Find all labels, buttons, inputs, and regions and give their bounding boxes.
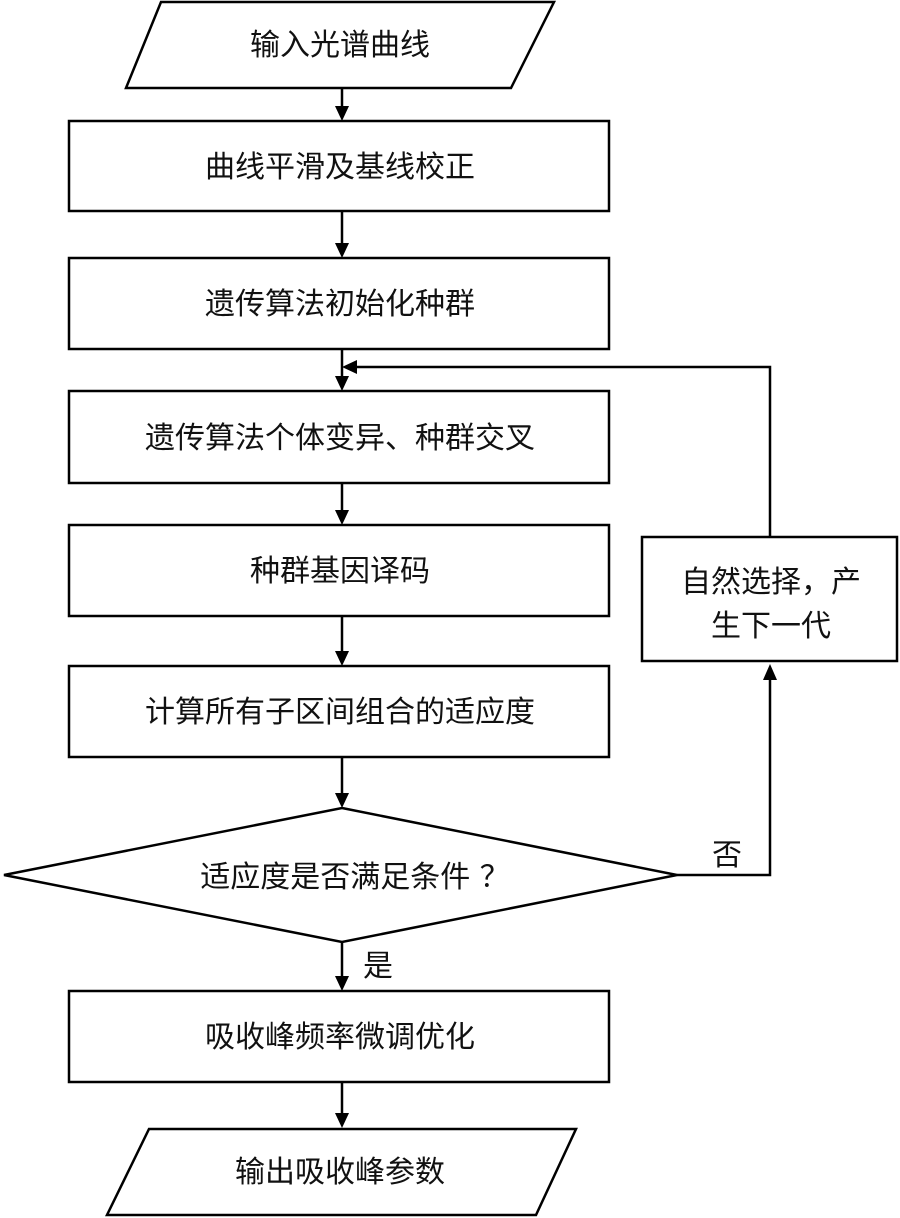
edge-select-to-mutate — [356, 365, 772, 537]
arrowhead-icon — [335, 376, 349, 391]
compute-fitness-label: 计算所有子区间组合的适应度 — [145, 695, 535, 730]
arrowhead-icon — [342, 360, 357, 374]
natural-selection-node — [640, 535, 899, 663]
arrowhead-icon — [335, 793, 349, 808]
arrowhead-icon — [335, 510, 349, 525]
ga-mutate-crossover-label: 遗传算法个体变异、种群交叉 — [145, 421, 535, 456]
input-spectrum-node — [124, 0, 557, 90]
arrowhead-icon — [335, 1113, 349, 1128]
yes-branch-label: 是 — [363, 949, 393, 984]
smooth-baseline-node — [67, 119, 611, 213]
ga-mutate-crossover-node — [67, 389, 611, 485]
compute-fitness-node — [67, 664, 611, 759]
ga-init-node — [67, 256, 611, 351]
input-spectrum-label: 输入光谱曲线 — [250, 28, 430, 63]
natural-selection-label-line2: 生下一代 — [711, 609, 831, 644]
smooth-baseline-label: 曲线平滑及基线校正 — [205, 150, 475, 185]
peak-finetune-label: 吸收峰频率微调优化 — [205, 1020, 475, 1055]
output-peak-params-label: 输出吸收峰参数 — [235, 1155, 445, 1190]
gene-decode-label: 种群基因译码 — [250, 554, 430, 589]
gene-decode-node — [67, 523, 611, 618]
arrowhead-icon — [335, 651, 349, 666]
arrowhead-icon — [763, 664, 777, 680]
arrowhead-icon — [335, 976, 349, 991]
ga-init-label: 遗传算法初始化种群 — [205, 287, 475, 322]
arrowhead-icon — [335, 243, 349, 258]
fitness-condition-label: 适应度是否满足条件 ？ — [200, 860, 510, 895]
edge-decision-to-select — [677, 678, 772, 877]
peak-finetune-node — [67, 989, 611, 1084]
natural-selection-label-line1: 自然选择，产 — [681, 565, 861, 600]
no-branch-label: 否 — [712, 838, 742, 873]
arrowhead-icon — [335, 106, 349, 121]
output-peak-params-node — [104, 1127, 578, 1217]
